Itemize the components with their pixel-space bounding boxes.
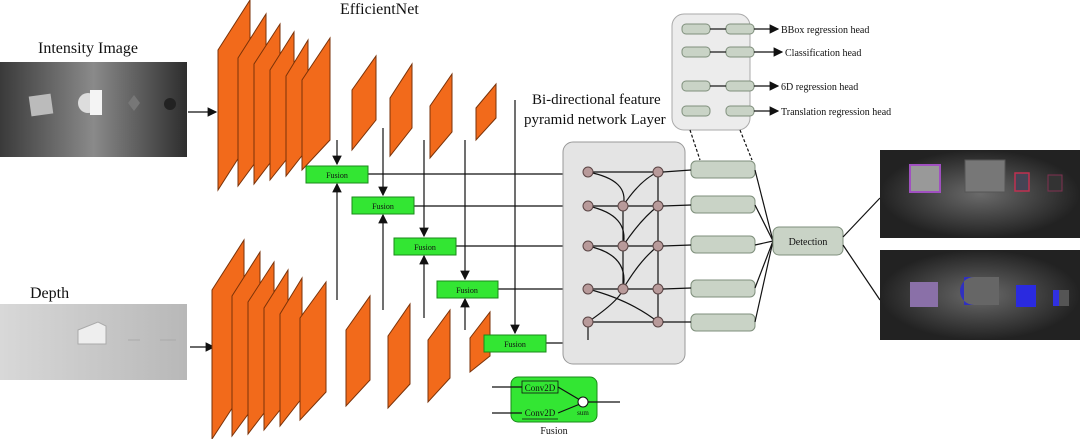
fusion-label: Fusion <box>456 286 478 295</box>
depth-image-title: Depth <box>30 285 69 302</box>
efficientnet-title: EfficientNet <box>340 1 419 18</box>
intensity-image <box>0 62 187 157</box>
detection-output-depth <box>880 250 1080 340</box>
fusion-block-2: Fusion <box>351 196 415 215</box>
fusion-block-3: Fusion <box>393 237 457 256</box>
heads-dashed-links <box>689 129 753 161</box>
head-label-6d: 6D regression head <box>781 82 858 93</box>
fusion-block-5: Fusion <box>483 334 547 353</box>
conv2d-top-label: Conv2D <box>525 383 556 393</box>
bifpn-title-line2: pyramid network Layer <box>524 112 666 128</box>
sum-label: sum <box>577 409 589 417</box>
fusion-label: Fusion <box>326 171 348 180</box>
head-label-translation: Translation regression head <box>781 107 891 118</box>
detection-link-top <box>842 197 881 238</box>
head-label-bbox: BBox regression head <box>781 25 869 36</box>
detection-block: Detection <box>772 226 844 256</box>
fusion-label: Fusion <box>414 243 436 252</box>
fusion-block-4: Fusion <box>436 280 499 299</box>
depth-image <box>0 304 187 380</box>
fusion-label: Fusion <box>372 202 394 211</box>
conv2d-bottom-label: Conv2D <box>525 408 556 418</box>
fusion-label: Fusion <box>504 340 526 349</box>
detection-label: Detection <box>789 237 828 248</box>
connection-lines <box>332 100 584 346</box>
detection-link-bottom <box>842 244 881 301</box>
intensity-image-title: Intensity Image <box>38 40 138 57</box>
bifpn-title-line1: Bi-directional feature <box>532 92 661 108</box>
bottom-encoder <box>211 238 491 439</box>
fusion-detail-caption: Fusion <box>540 426 567 437</box>
head-label-classification: Classification head <box>785 48 861 59</box>
detection-output-intensity <box>880 150 1080 238</box>
fusion-block-1: Fusion <box>305 165 369 184</box>
top-encoder <box>217 0 497 192</box>
heads-panel <box>671 13 784 131</box>
output-head-boxes <box>662 160 774 332</box>
fusion-detail: Conv2D Conv2D sum Fusion <box>492 376 620 437</box>
bifpn-block <box>562 141 686 365</box>
